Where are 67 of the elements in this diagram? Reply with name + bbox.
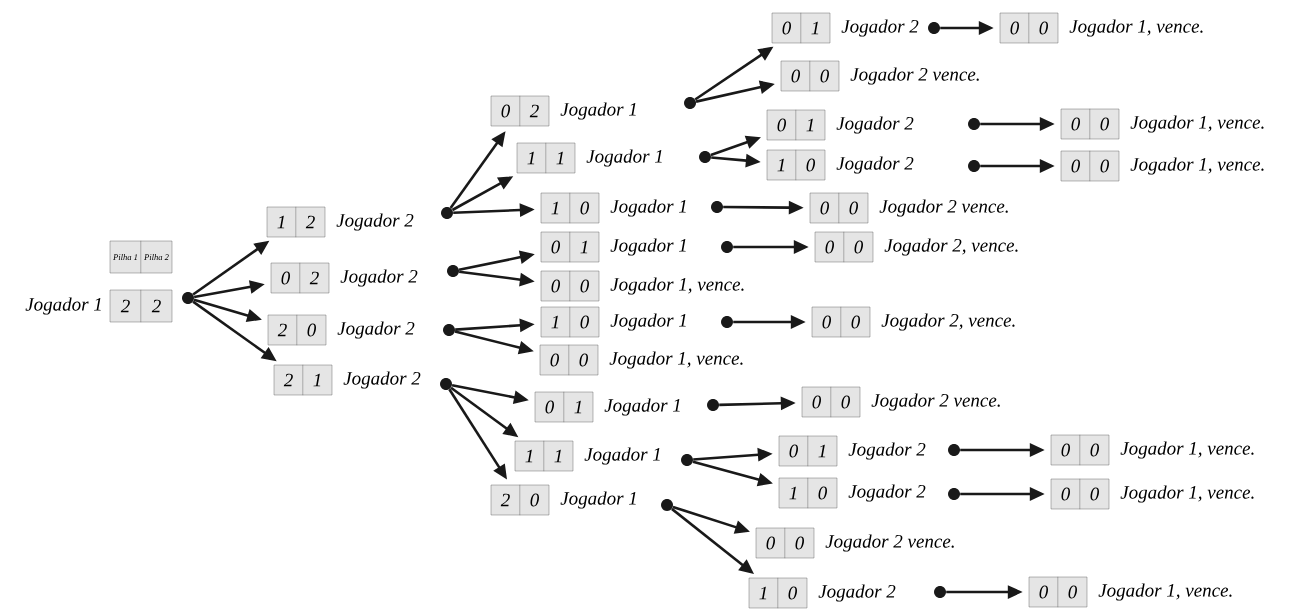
column-header-box: Pilha 1 Pilha 2 [109, 240, 173, 274]
state-box: 0 2 [270, 262, 330, 294]
player-label: Jogador 1 [610, 199, 686, 217]
player-label: Jogador 1 [560, 102, 636, 120]
state-box: 1 0 [778, 477, 838, 509]
state-box: 0 0 [1060, 150, 1120, 182]
state-box: 1 1 [514, 440, 574, 472]
state-box: 0 0 [539, 344, 599, 376]
player-label: Jogador 2 [336, 213, 414, 231]
state-box: 1 0 [748, 577, 808, 609]
state-box: 0 1 [534, 391, 594, 423]
player-label: Jogador 1, vence. [1130, 115, 1264, 133]
player-label: Jogador 1, vence. [1098, 583, 1232, 601]
player-label: Jogador 1, vence. [1120, 441, 1254, 459]
player-label: Jogador 2, vence. [884, 238, 1018, 256]
player-label: Jogador 1 [586, 149, 662, 167]
player-label: Jogador 1 [610, 238, 686, 256]
state-box: 0 1 [540, 231, 600, 263]
state-box: 0 0 [1050, 434, 1110, 466]
state-box: 0 0 [1060, 108, 1120, 140]
state-box: 0 1 [771, 12, 831, 44]
player-label: Jogador 2 vence. [825, 534, 954, 552]
state-box: 2 0 [267, 314, 327, 346]
player-label: Jogador 2 [337, 321, 415, 339]
state-box: 0 0 [755, 527, 815, 559]
state-box: 0 0 [801, 386, 861, 418]
player-label: Jogador 2 vence. [879, 199, 1008, 217]
state-box: 2 2 [109, 289, 173, 323]
state-box: 0 0 [809, 192, 869, 224]
player-label: Jogador 1, vence. [1069, 19, 1203, 37]
state-box: 0 0 [1050, 478, 1110, 510]
player-label: Jogador 2 [848, 442, 926, 460]
state-box: 0 0 [1028, 576, 1088, 608]
player-label: Jogador 1 [610, 313, 686, 331]
player-label: Jogador 2 [841, 19, 919, 37]
state-box: 0 2 [490, 95, 550, 127]
player-label: Jogador 1 [604, 398, 680, 416]
state-box: 0 0 [814, 231, 874, 263]
player-label: Jogador 1, vence. [1130, 157, 1264, 175]
state-box: 0 1 [766, 109, 826, 141]
player-label: Jogador 2 vence. [850, 67, 979, 85]
player-label: Jogador 2 [340, 269, 418, 287]
state-box: 2 0 [490, 484, 550, 516]
state-box: 1 2 [266, 206, 326, 238]
state-box: 2 1 [273, 364, 333, 396]
player-label: Jogador 1, vence. [609, 351, 743, 369]
player-label: Jogador 2 vence. [871, 393, 1000, 411]
player-label: Jogador 1 [25, 297, 101, 315]
state-box: 0 0 [780, 60, 840, 92]
state-box: 0 0 [811, 306, 871, 338]
player-label: Jogador 1, vence. [610, 277, 744, 295]
player-label: Jogador 2 [836, 116, 914, 134]
state-box: 0 0 [540, 270, 600, 302]
player-label: Jogador 1 [560, 491, 636, 509]
state-box: 1 0 [766, 149, 826, 181]
state-box: 1 0 [540, 192, 600, 224]
state-box: 1 1 [516, 142, 576, 174]
player-label: Jogador 2 [343, 371, 421, 389]
state-box: 1 0 [540, 306, 600, 338]
player-label: Jogador 1, vence. [1120, 485, 1254, 503]
player-label: Jogador 1 [584, 447, 660, 465]
player-label: Jogador 2, vence. [881, 313, 1015, 331]
player-label: Jogador 2 [848, 484, 926, 502]
state-box: 0 1 [778, 435, 838, 467]
player-label: Jogador 2 [836, 156, 914, 174]
state-box: 0 0 [999, 12, 1059, 44]
player-label: Jogador 2 [818, 584, 896, 602]
